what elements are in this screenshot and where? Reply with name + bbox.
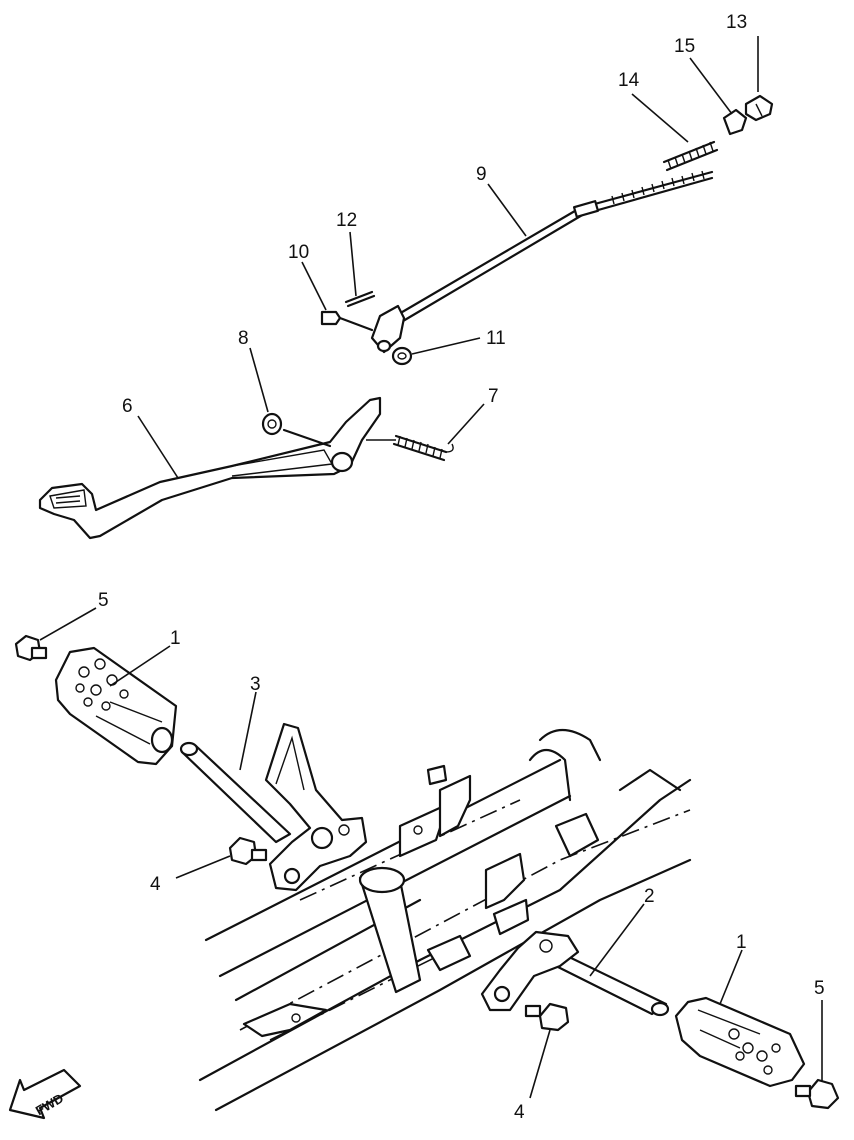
- callout-12: 12: [336, 210, 357, 231]
- adjuster-spring: [662, 140, 719, 172]
- return-spring: [366, 434, 454, 462]
- brake-cable: [390, 170, 714, 326]
- callout-6: 6: [122, 396, 133, 417]
- callout-8: 8: [238, 328, 249, 349]
- washer-11: [391, 346, 413, 366]
- bolt-4-left: [228, 836, 268, 866]
- cable-joint-15: [722, 108, 748, 136]
- cable-end-clevis: [370, 304, 406, 354]
- left-footrest-bracket: [179, 722, 368, 892]
- bolt-5-left: [14, 634, 48, 662]
- fwd-direction-arrow: FWD: [8, 1068, 82, 1120]
- pedal-washer-8: [261, 412, 283, 436]
- callout-2: 2: [644, 886, 655, 907]
- left-footrest-rubber: [54, 646, 178, 766]
- frame-brackets: [242, 764, 600, 1038]
- leader-lines: [39, 36, 823, 1099]
- callout-11: 11: [486, 328, 506, 349]
- callout-1-left: 1: [170, 628, 181, 649]
- callout-15: 15: [674, 36, 695, 57]
- callout-labels: 13 15 14 9 12 10 11 8 6 7 5 1 3 4 2 1 5 …: [98, 12, 825, 1123]
- callout-1-right: 1: [736, 932, 747, 953]
- callout-9: 9: [476, 164, 487, 185]
- bolt-4-right: [524, 1002, 570, 1032]
- brake-pedal: [38, 396, 382, 540]
- right-footrest-bracket: [480, 930, 670, 1017]
- bolt-5-right: [794, 1078, 840, 1110]
- callout-4-left: 4: [150, 874, 161, 895]
- callout-7: 7: [488, 386, 499, 407]
- callout-4-right: 4: [514, 1102, 525, 1123]
- cotter-pin: [344, 290, 376, 308]
- callout-13: 13: [726, 12, 747, 33]
- right-footrest-rubber: [674, 996, 806, 1088]
- callout-5-right: 5: [814, 978, 825, 999]
- callout-5-left: 5: [98, 590, 109, 611]
- callout-10: 10: [288, 242, 309, 263]
- frame-cross-tube: [358, 866, 422, 994]
- clevis-pin: [320, 310, 374, 332]
- callout-14: 14: [618, 70, 640, 91]
- callout-3: 3: [250, 674, 261, 695]
- adjusting-nut-13: [744, 94, 774, 122]
